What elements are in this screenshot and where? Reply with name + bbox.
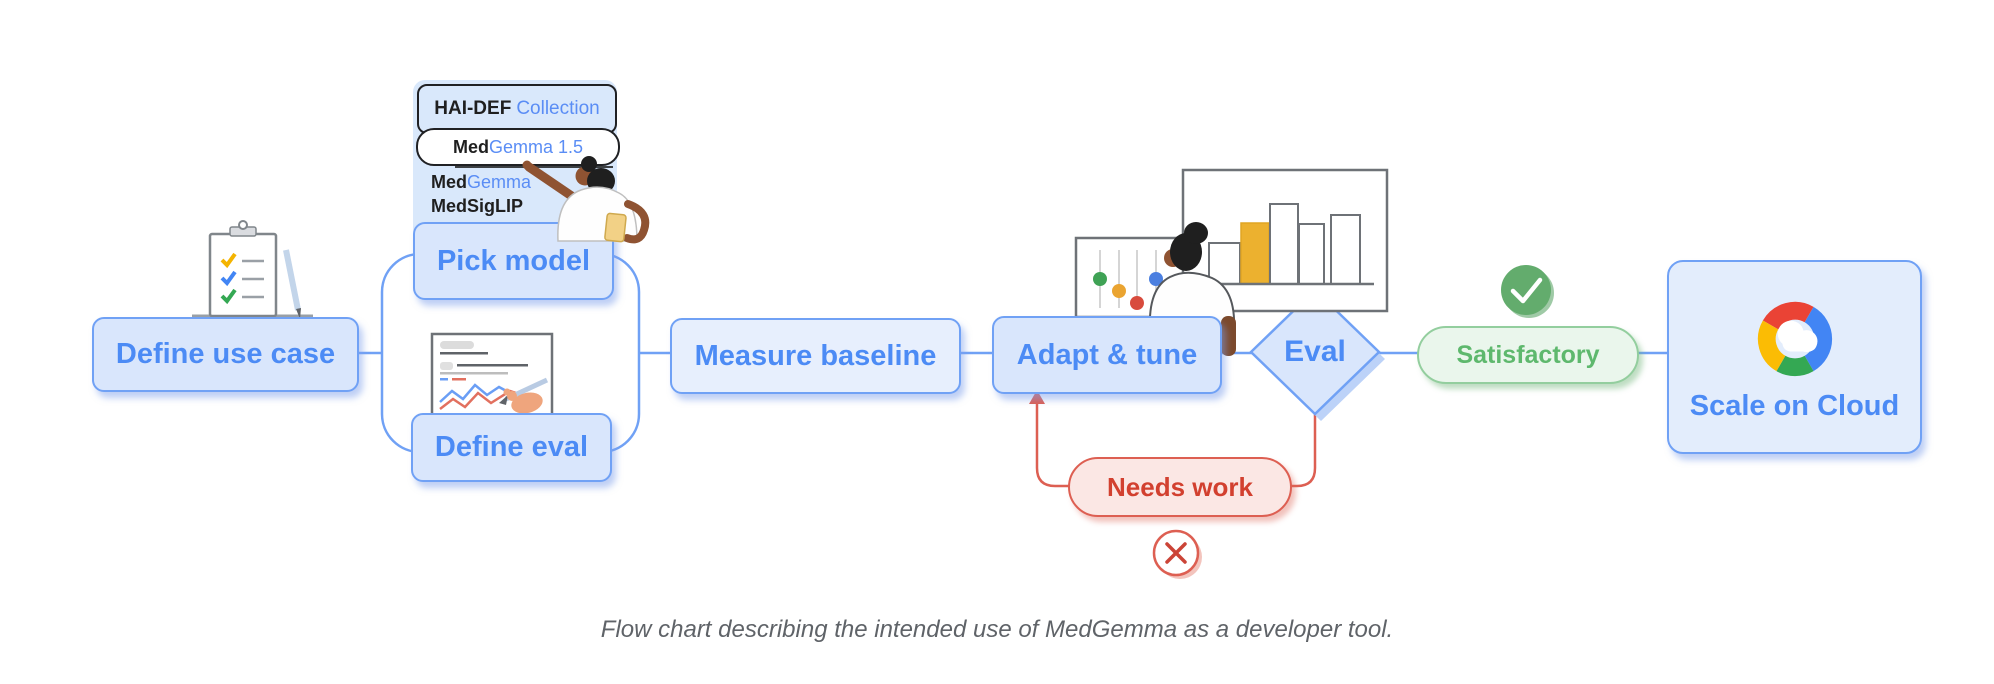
- node-label: Define eval: [434, 431, 589, 463]
- line-chart-icon: [430, 332, 554, 417]
- node-eval-label: Eval: [1251, 290, 1379, 414]
- node-pick-model: Pick model: [413, 222, 614, 300]
- node-define-eval: Define eval: [411, 413, 612, 482]
- node-needs-work: Needs work: [1068, 457, 1292, 517]
- node-label: Define use case: [115, 338, 336, 370]
- node-satisfactory: Satisfactory: [1417, 326, 1639, 384]
- model-name-accent: Gemma 1.5: [488, 136, 584, 157]
- pen-icon: [283, 249, 301, 311]
- hand-with-pen-icon: [499, 377, 549, 414]
- model-name: MedSigLIP: [431, 195, 524, 216]
- collection-name-accent: Collection: [516, 98, 600, 119]
- google-cloud-icon: [1757, 301, 1832, 376]
- node-label: Adapt & tune: [1016, 338, 1198, 371]
- node-label: Satisfactory: [1456, 340, 1600, 369]
- model-name-accent: Gemma: [467, 171, 532, 192]
- node-label: Measure baseline: [694, 339, 937, 372]
- model-name-bold: Med: [431, 171, 467, 192]
- node-label: Scale on Cloud: [1689, 389, 1900, 422]
- slider-panel-icon: [1074, 236, 1232, 319]
- node-define-use-case: Define use case: [92, 317, 359, 392]
- clipboard-icon: [192, 220, 313, 319]
- model-item-selected: Med Gemma 1.5: [416, 128, 620, 166]
- figure-caption: Flow chart describing the intended use o…: [600, 616, 1394, 643]
- collection-name-bold: HAI-DEF: [434, 98, 512, 119]
- node-label: Needs work: [1107, 471, 1253, 502]
- node-label: Eval: [1284, 335, 1346, 368]
- node-adapt-tune: Adapt & tune: [992, 316, 1222, 394]
- model-item-medsiglip: MedSigLIP: [431, 194, 523, 218]
- selected-underline: [455, 166, 613, 168]
- model-item-medgemma: Med Gemma: [431, 170, 531, 194]
- model-list-header: HAI-DEF Collection: [417, 84, 617, 134]
- model-name-bold: Med: [452, 136, 489, 157]
- cross-icon: [1152, 529, 1202, 579]
- node-measure-baseline: Measure baseline: [670, 318, 961, 394]
- node-label: Pick model: [436, 244, 591, 277]
- node-scale-on-cloud: Scale on Cloud: [1667, 260, 1922, 454]
- check-icon: [1501, 265, 1554, 318]
